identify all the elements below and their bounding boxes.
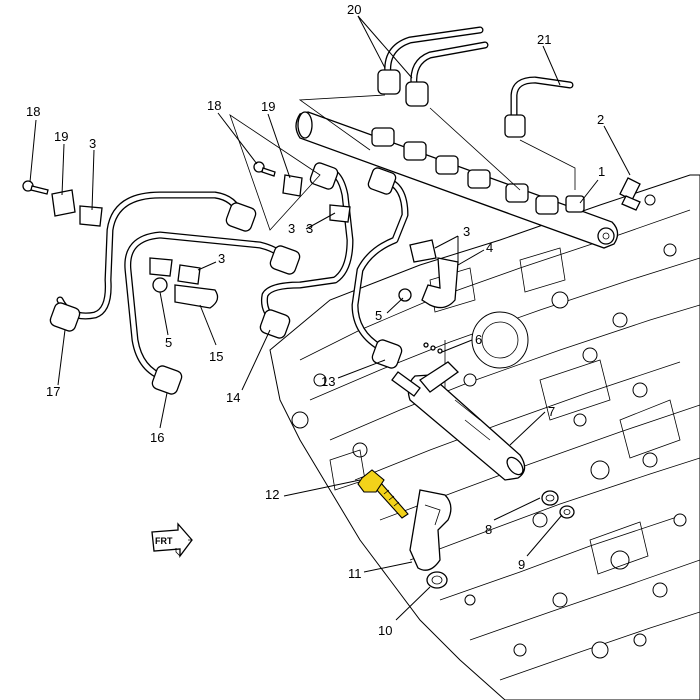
high-pressure-fuel-pipes [56,166,409,382]
callout-20: 20 [347,2,361,17]
callout-6: 6 [475,332,482,347]
callout-15: 15 [209,349,223,364]
forward-arrow-icon [151,522,193,558]
forward-direction-indicator: FRT [151,522,193,558]
callout-2: 2 [597,112,604,127]
callout-19: 19 [54,129,68,144]
injector-seals [426,490,575,589]
callout-21: 21 [537,32,551,47]
injector-clamp-bolt-highlighted [357,469,409,519]
callout-4: 4 [486,240,493,255]
fuel-rail [295,111,619,249]
rail-fuel-line-fittings [371,127,585,215]
callout-17: 17 [46,384,60,399]
callout-18: 18 [207,98,221,113]
forward-label: FRT [155,536,173,546]
callout-7: 7 [548,404,555,419]
callout-8: 8 [485,522,492,537]
callout-10: 10 [378,623,392,638]
callout-3: 3 [89,136,96,151]
callout-3: 3 [306,221,313,236]
fuel-injector [391,361,526,481]
callout-16: 16 [150,430,164,445]
clamps-and-bolts [22,114,641,400]
injector-hold-down-clamp [409,489,452,571]
pipe-fitting-nuts [49,162,403,395]
callout-12: 12 [265,487,279,502]
callout-numbers: 1 2 3 3 3 3 3 4 5 5 6 7 8 9 10 11 12 13 … [26,2,605,638]
callout-19: 19 [261,99,275,114]
callout-14: 14 [226,390,240,405]
callout-11: 11 [348,566,362,581]
fuel-feed-pipes [298,26,521,191]
callout-3: 3 [463,224,470,239]
callout-9: 9 [518,557,525,572]
callout-5: 5 [375,308,382,323]
callout-18: 18 [26,104,40,119]
callout-leader-lines [29,15,631,621]
callout-3: 3 [218,251,225,266]
callout-3: 3 [288,221,295,236]
callout-5: 5 [165,335,172,350]
callout-13: 13 [321,374,335,389]
fuel-inlet-pipe [504,76,576,190]
callout-1: 1 [598,164,605,179]
